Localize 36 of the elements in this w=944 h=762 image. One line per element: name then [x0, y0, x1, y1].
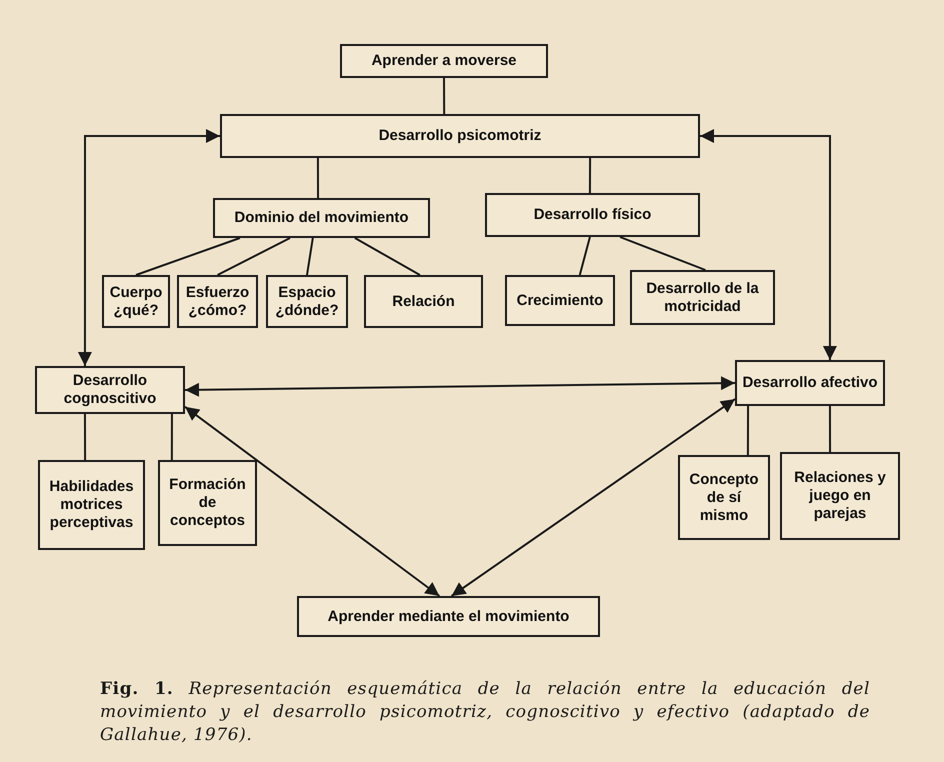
connector-line: [828, 406, 832, 452]
concept-box: Dominio del movimiento: [213, 198, 430, 238]
concept-box: Desarrollo afectivo: [735, 360, 885, 406]
arrow: [78, 129, 220, 366]
concept-box: Aprender mediante el movimiento: [297, 596, 600, 637]
concept-box: Habilidades motrices perceptivas: [38, 460, 145, 550]
concept-box: Crecimiento: [505, 275, 615, 326]
concept-box: Espacio ¿dónde?: [266, 275, 348, 328]
connector-line: [443, 78, 446, 114]
figure-caption: Fig. 1. Representación esquemática de la relación entre la educación del movimiento y el desarrollo psicomotriz, cognoscitivo y efectivo (adaptado de Gallahue, 1976).: [100, 678, 870, 747]
connector-line: [316, 158, 320, 198]
concept-box: Aprender a moverse: [340, 44, 548, 78]
connector-line: [588, 158, 592, 193]
concept-box: Esfuerzo ¿cómo?: [177, 275, 258, 328]
concept-box: Formación de conceptos: [158, 460, 257, 546]
concept-box: Desarrollo psicomotriz: [220, 114, 700, 158]
arrow: [700, 129, 837, 360]
concept-box: Relaciones y juego en parejas: [780, 452, 900, 540]
arrow: [450, 398, 736, 597]
connector-line: [217, 237, 290, 276]
connector-line: [578, 236, 591, 276]
connector-line: [306, 238, 314, 276]
connector-line: [354, 237, 420, 276]
connector-line: [136, 237, 240, 276]
connector-line: [170, 414, 173, 460]
concept-box: Cuerpo ¿qué?: [102, 275, 170, 328]
arrow: [184, 406, 440, 597]
connector-line: [746, 406, 750, 455]
concept-box: Relación: [364, 275, 483, 328]
connector-line: [84, 414, 86, 460]
concept-box: Concepto de sí mismo: [678, 455, 770, 540]
concept-box: Desarrollo físico: [485, 193, 700, 237]
arrow: [184, 376, 736, 397]
concept-box: Desarrollo de la motricidad: [630, 270, 775, 325]
connector-line: [620, 236, 706, 271]
concept-box: Desarrollo cognoscitivo: [35, 366, 185, 414]
